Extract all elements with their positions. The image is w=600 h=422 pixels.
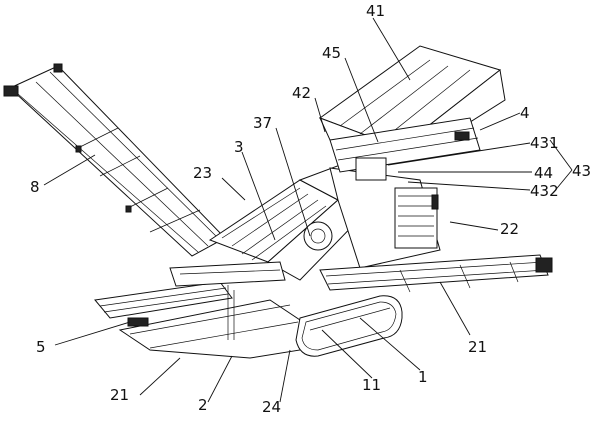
label-1: 1 <box>418 368 428 386</box>
crawler-track <box>295 295 403 357</box>
leader-lines <box>43 17 573 403</box>
label-11: 11 <box>362 376 381 394</box>
conveyor-8 <box>3 63 226 257</box>
label-44: 44 <box>534 164 553 182</box>
label-432: 432 <box>530 182 559 200</box>
label-5: 5 <box>36 338 46 356</box>
label-431: 431 <box>530 134 559 152</box>
side-conveyor-5 <box>94 261 286 340</box>
label-23: 23 <box>193 164 212 182</box>
label-42: 42 <box>292 84 311 102</box>
label-41: 41 <box>366 2 385 20</box>
label-21-left: 21 <box>110 386 129 404</box>
label-21-right: 21 <box>468 338 487 356</box>
main-frame <box>118 164 441 359</box>
label-3: 3 <box>234 138 244 156</box>
label-22: 22 <box>500 220 519 238</box>
label-2: 2 <box>198 396 208 414</box>
label-4: 4 <box>520 104 530 122</box>
conveyor-22 <box>319 254 553 293</box>
label-45: 45 <box>322 44 341 62</box>
label-8: 8 <box>30 178 40 196</box>
label-43: 43 <box>572 162 591 180</box>
label-37: 37 <box>253 114 272 132</box>
label-24: 24 <box>262 398 281 416</box>
reference-labels: 41 45 42 4 37 3 431 44 43 432 23 8 22 5 … <box>30 2 591 416</box>
hopper-41 <box>318 45 506 181</box>
